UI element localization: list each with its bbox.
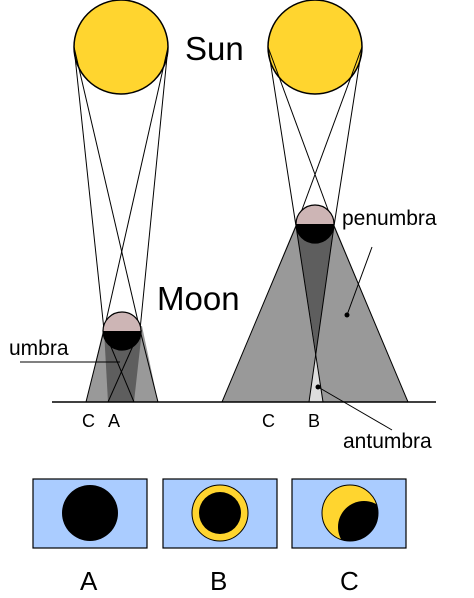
left-sun bbox=[73, 0, 169, 95]
right-umbra bbox=[296, 226, 334, 352]
caption-a: A bbox=[80, 566, 98, 593]
panel-partial bbox=[291, 478, 407, 549]
sun-label: Sun bbox=[185, 30, 244, 67]
antumbra-leader bbox=[317, 386, 393, 431]
caption-b: B bbox=[210, 566, 227, 593]
right-moon bbox=[295, 204, 335, 244]
right-sun bbox=[267, 0, 363, 95]
panel-annular-moon bbox=[199, 492, 241, 534]
left-point-a: A bbox=[108, 411, 120, 431]
left-moon bbox=[102, 311, 142, 351]
antumbra-label: antumbra bbox=[343, 430, 432, 453]
umbra-label: umbra bbox=[9, 337, 69, 360]
panel-annular bbox=[162, 478, 278, 549]
moon-label: Moon bbox=[157, 280, 240, 317]
left-point-c: C bbox=[82, 411, 95, 431]
penumbra-label: penumbra bbox=[342, 207, 437, 230]
penumbra-leader bbox=[346, 246, 373, 316]
caption-c: C bbox=[340, 566, 359, 593]
right-point-b: B bbox=[308, 411, 320, 431]
antumbra-dot bbox=[315, 384, 321, 390]
panel-total bbox=[32, 478, 148, 549]
right-scene bbox=[221, 0, 409, 403]
left-rays bbox=[73, 46, 169, 403]
leader-lines bbox=[20, 246, 393, 431]
penumbra-dot bbox=[344, 312, 350, 318]
panel-total-moon bbox=[62, 485, 118, 541]
right-rays bbox=[221, 46, 409, 403]
right-antumbra bbox=[309, 352, 323, 402]
left-scene bbox=[73, 0, 169, 403]
right-point-c: C bbox=[262, 411, 275, 431]
